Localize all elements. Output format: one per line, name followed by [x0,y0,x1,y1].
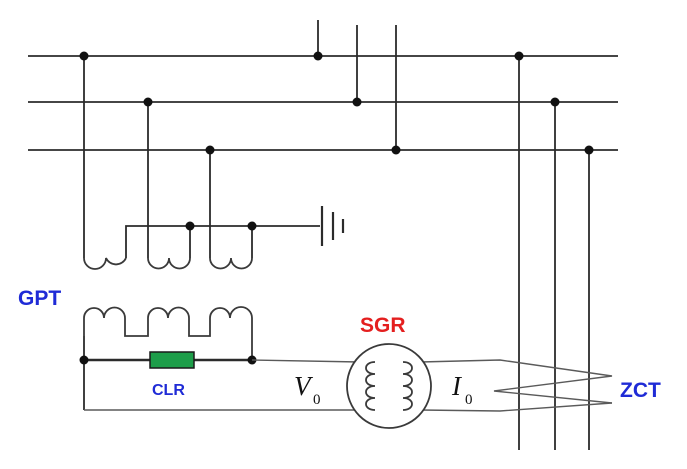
clr-branch [79,351,257,369]
clr-label: CLR [152,382,185,399]
i0-subscript: 0 [465,392,473,408]
clr-resistor [149,351,195,369]
junction-dot [143,97,153,107]
junction-dot [550,97,560,107]
sgr-relay [346,343,432,429]
lower-feeders [514,51,594,450]
junction-dot [584,145,594,155]
gpt-secondary-windings [83,306,253,410]
primary-neutral-line [125,225,320,258]
ground-icon [320,206,345,246]
zct-label: ZCT [620,379,661,402]
gpt-primary-windings [83,221,320,270]
i0-symbol: I [451,371,463,401]
primary-winding-2 [147,257,191,270]
junction-dot [313,51,323,61]
v0-symbol: V [294,371,314,401]
junction-dot [79,355,89,365]
sgr-label: SGR [360,314,406,337]
junction-dot [352,97,362,107]
i0-wire-top [419,359,613,404]
junction-dot [205,145,215,155]
sgr-coil-right [402,361,413,411]
primary-winding-1 [83,257,127,270]
secondary-winding-1 [83,306,253,360]
gpt-primary-leads [79,51,215,258]
signal-wiring [84,359,613,412]
sgr-relay-body [346,343,432,429]
v0-wire-top [251,359,361,363]
primary-winding-3 [209,257,253,270]
gpt-label: GPT [18,287,61,310]
v0-subscript: 0 [313,392,321,408]
sgr-coil-left [365,361,376,411]
junction-dot [185,221,195,231]
junction-dot [79,51,89,61]
junction-dot [391,145,401,155]
bus-lines [28,55,618,151]
i0-wire-bottom [419,402,613,412]
junction-dot [247,221,257,231]
junction-dot [514,51,524,61]
upper-feeders [313,20,401,155]
